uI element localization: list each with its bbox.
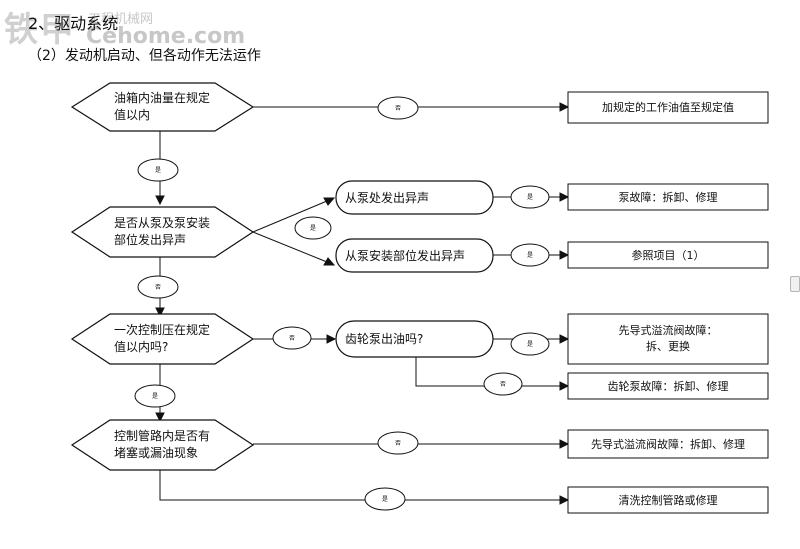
decision-line-blockage-line1: 控制管路内是否有 [114,428,210,443]
oval-no-3 [272,326,312,350]
decision-pump-noise [70,206,255,258]
arrow-head [326,334,337,344]
oval-yes-7 [364,487,406,511]
oval-yes-2 [294,216,332,240]
oval-yes-1-label: 是 [155,167,161,174]
side-scroll-handle[interactable] [790,276,800,292]
watermark-url: Cehome.com [86,24,246,49]
oval-no-2-label: 否 [155,284,161,291]
decision-oil-level [70,82,255,132]
decision-line-blockage [70,419,255,471]
oval-no-1-label: 否 [395,105,401,112]
oval-no-4-label: 否 [500,381,506,388]
decision-oil-level-line2: 值以内 [114,107,150,122]
arrow-head [155,195,165,206]
arrow-head [559,102,570,112]
oval-yes-3 [510,185,550,209]
arrow-head [323,257,336,266]
watermark-logo: 铁甲 [4,10,76,50]
arrow-head [323,197,336,206]
oval-no-1 [377,96,419,120]
arrow-head [155,307,165,318]
result-see-item-1-label: 参照项目（1） [632,248,705,262]
watermark-subtitle: 工程机械网 [88,12,154,27]
result-pump-repair-label: 泵故障：拆卸、修理 [619,190,718,204]
process-gear-pump-output-label: 齿轮泵出油吗? [345,332,423,346]
oval-yes-1 [137,158,179,182]
oval-no-5-label: 否 [395,440,401,447]
decision-pump-noise-line1: 是否从泵及泵安装 [114,215,210,230]
oval-no-5 [377,431,419,455]
oval-yes-4-label: 是 [527,252,533,259]
result-refill-oil-label: 加规定的工作油值至规定值 [602,100,734,114]
result-relief-valve-replace-line2: 拆、更换 [646,339,690,353]
decision-pilot-pressure-line1: 一次控制压在规定 [114,322,210,337]
edge-d4-b7 [159,470,560,501]
process-mount-noise-label: 从泵安装部位发出异声 [345,248,465,263]
oval-yes-6-label: 是 [152,393,158,400]
process-pump-noise [335,180,494,215]
result-relief-valve-repair [567,429,769,459]
section-heading: 2、驱动系统 [28,14,119,33]
process-pump-noise-label: 从泵处发出异声 [345,190,429,205]
decision-line-blockage-line2: 堵塞或漏油现象 [114,445,198,460]
decision-pump-noise-line2: 部位发出异声 [114,232,186,247]
oval-no-4 [483,372,523,396]
edge-d2-r1 [252,200,328,233]
decision-oil-level-line1: 油箱内油量在规定 [114,90,210,105]
oval-yes-5 [510,332,550,356]
oval-no-2 [137,275,179,299]
arrow-head [559,250,570,260]
result-pump-repair [567,183,769,211]
arrow-head [559,334,570,344]
process-mount-noise [335,238,494,273]
oval-yes-4 [510,243,550,267]
decision-pilot-pressure [70,313,255,365]
oval-yes-7-label: 是 [382,496,388,503]
result-relief-valve-replace [567,313,769,365]
result-gear-pump-repair [567,372,769,400]
result-relief-valve-replace-line1: 先导式溢流阀故障： [619,323,718,337]
arrow-head [155,412,165,423]
decision-pilot-pressure-line2: 值以内吗? [114,339,168,354]
arrow-head [559,381,570,391]
result-refill-oil [567,91,769,124]
oval-no-3-label: 否 [289,335,295,342]
section-subheading: （2）发动机启动、但各动作无法运作 [28,48,261,64]
oval-yes-2-label: 是 [310,225,316,232]
oval-yes-5-label: 是 [527,341,533,348]
oval-yes-3-label: 是 [527,194,533,201]
arrow-head [559,192,570,202]
result-clean-lines [567,486,769,514]
arrow-head [559,439,570,449]
process-gear-pump-output [335,320,494,358]
edge-d2-r2 [252,231,328,263]
arrow-head [559,495,570,505]
result-clean-lines-label: 清洗控制管路或修理 [619,493,718,507]
result-relief-valve-repair-label: 先导式溢流阀故障：拆卸、修理 [591,437,745,451]
oval-yes-6 [134,384,176,408]
result-gear-pump-repair-label: 齿轮泵故障：拆卸、修理 [608,379,729,393]
result-see-item-1 [567,241,769,269]
